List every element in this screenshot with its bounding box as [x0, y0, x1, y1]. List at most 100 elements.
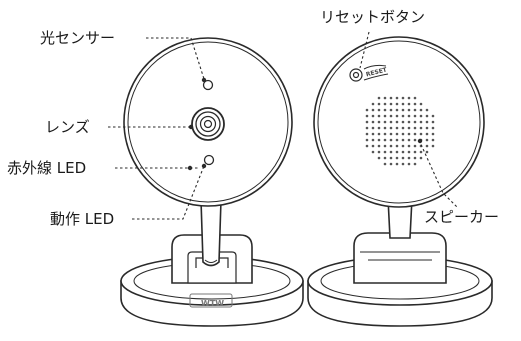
- speaker-hole: [389, 132, 393, 136]
- speaker-hole: [425, 132, 429, 136]
- speaker-hole: [365, 138, 369, 142]
- speaker-hole: [419, 150, 423, 154]
- ir-led-dot: [203, 154, 215, 166]
- light-sensor-dot: [202, 79, 214, 91]
- speaker-hole: [383, 144, 387, 148]
- speaker-hole: [395, 120, 399, 124]
- speaker-hole: [413, 96, 417, 100]
- speaker-hole: [365, 114, 369, 118]
- speaker-hole: [407, 156, 411, 160]
- speaker-hole: [425, 138, 429, 142]
- speaker-hole: [389, 126, 393, 130]
- speaker-hole: [431, 132, 435, 136]
- speaker-hole: [371, 132, 375, 136]
- speaker-hole: [431, 120, 435, 124]
- speaker-hole: [377, 132, 381, 136]
- speaker-hole: [365, 132, 369, 136]
- lens-label: レンズ: [45, 118, 90, 136]
- speaker-hole: [419, 126, 423, 130]
- speaker-grille: [365, 96, 435, 166]
- speaker-hole: [407, 132, 411, 136]
- speaker-hole: [401, 144, 405, 148]
- light-sensor-leader: [146, 37, 205, 80]
- speaker-hole: [401, 102, 405, 106]
- speaker-hole: [371, 150, 375, 154]
- front-neck: [200, 199, 222, 267]
- back-head: [313, 36, 485, 208]
- speaker-hole: [407, 162, 411, 166]
- speaker-hole: [401, 108, 405, 112]
- speaker-hole: [383, 102, 387, 106]
- speaker-hole: [395, 138, 399, 142]
- speaker-hole: [395, 126, 399, 130]
- speaker-hole: [413, 114, 417, 118]
- speaker-hole: [371, 114, 375, 118]
- ir-led-label: 赤外線 LED: [7, 159, 87, 177]
- speaker-hole: [413, 102, 417, 106]
- speaker-hole: [401, 114, 405, 118]
- reset-button-leader: [359, 31, 370, 69]
- speaker-hole: [413, 156, 417, 160]
- motion-led-pointer-dot: [201, 163, 207, 169]
- speaker-hole: [425, 108, 429, 112]
- reset-button-label: リセットボタン: [320, 8, 426, 26]
- brand-logo-text: WTW: [201, 299, 225, 308]
- speaker-hole: [377, 102, 381, 106]
- speaker-hole: [383, 96, 387, 100]
- speaker-hole: [377, 126, 381, 130]
- speaker-hole: [413, 150, 417, 154]
- motion-led-label: 動作 LED: [50, 210, 115, 228]
- speaker-hole: [383, 120, 387, 124]
- speaker-hole: [431, 144, 435, 148]
- speaker-hole: [425, 114, 429, 118]
- speaker-hole: [413, 132, 417, 136]
- speaker-hole: [407, 138, 411, 142]
- speaker-hole: [407, 126, 411, 130]
- speaker-hole: [419, 120, 423, 124]
- speaker-hole: [413, 162, 417, 166]
- light-sensor-label: 光センサー: [40, 29, 116, 47]
- speaker-hole: [395, 114, 399, 118]
- speaker-hole: [431, 126, 435, 130]
- speaker-hole: [419, 114, 423, 118]
- speaker-hole: [377, 108, 381, 112]
- speaker-hole: [395, 162, 399, 166]
- speaker-hole: [395, 150, 399, 154]
- speaker-hole: [419, 108, 423, 112]
- speaker-hole: [383, 162, 387, 166]
- speaker-hole: [371, 102, 375, 106]
- speaker-hole: [395, 144, 399, 148]
- speaker-hole: [407, 108, 411, 112]
- speaker-hole: [383, 156, 387, 160]
- lens-icon: [191, 107, 225, 141]
- speaker-hole: [383, 132, 387, 136]
- speaker-pointer-dot: [417, 138, 423, 144]
- speaker-hole: [395, 132, 399, 136]
- speaker-hole: [371, 108, 375, 112]
- speaker-hole: [407, 114, 411, 118]
- speaker-hole: [383, 138, 387, 142]
- speaker-hole: [389, 156, 393, 160]
- speaker-hole: [365, 126, 369, 130]
- speaker-hole: [389, 144, 393, 148]
- speaker-hole: [365, 144, 369, 148]
- speaker-hole: [401, 156, 405, 160]
- back-camera: [307, 36, 493, 327]
- speaker-hole: [413, 126, 417, 130]
- speaker-hole: [389, 102, 393, 106]
- speaker-hole: [377, 114, 381, 118]
- front-camera: [120, 37, 304, 327]
- motion-led-leader: [132, 165, 205, 220]
- speaker-hole: [383, 150, 387, 154]
- speaker-hole: [413, 120, 417, 124]
- speaker-hole: [413, 108, 417, 112]
- speaker-hole: [365, 108, 369, 112]
- speaker-hole: [407, 102, 411, 106]
- speaker-hole: [401, 132, 405, 136]
- speaker-hole: [377, 144, 381, 148]
- speaker-hole: [383, 114, 387, 118]
- speaker-hole: [401, 138, 405, 142]
- speaker-leader: [418, 139, 459, 209]
- speaker-hole: [389, 138, 393, 142]
